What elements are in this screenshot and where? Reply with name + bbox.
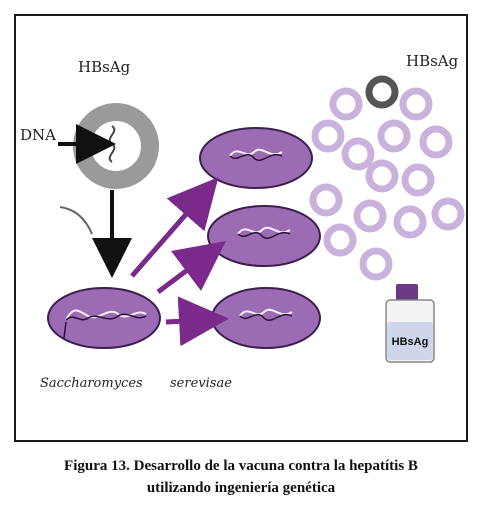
hbsag-label-left: HBsAg [78, 58, 131, 76]
organism-genus-label: Saccharomyces [40, 376, 143, 391]
figure-caption-line2: utilizando ingeniería genética [146, 480, 336, 496]
yeast-cell [47, 287, 161, 349]
dark-particle [365, 75, 399, 109]
hbsag-label-right: HBsAg [406, 52, 459, 70]
arc-mark [59, 206, 93, 235]
dna-label: DNA [20, 126, 56, 144]
arrow-to-bottom-cell [165, 296, 229, 347]
hbsag-particles [309, 87, 465, 281]
vial-label: HBsAg [391, 336, 429, 348]
arrow-to-top-cell [130, 177, 219, 278]
cell-middle [207, 205, 321, 267]
organism-species-label: serevisae [170, 376, 232, 391]
plasmid-dna-strand [108, 125, 116, 163]
cell-top [199, 127, 313, 189]
figure-caption-line1: Figura 13. Desarrollo de la vacuna contr… [64, 458, 418, 474]
arrow-to-middle-cell [156, 241, 226, 294]
cell-bottom [211, 287, 321, 349]
hbsag-vial [385, 284, 435, 363]
